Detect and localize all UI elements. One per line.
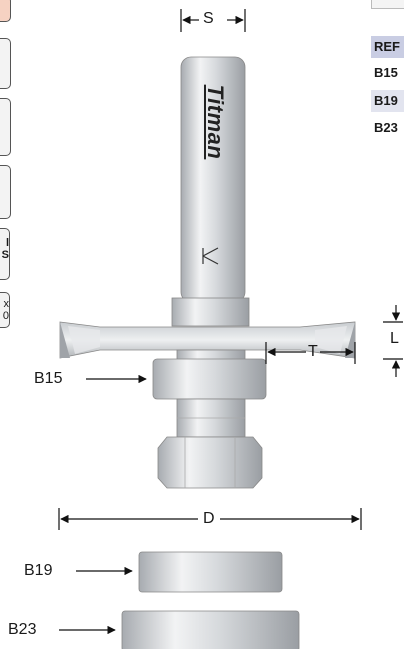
bearing-b23	[121, 610, 300, 649]
side-button-1[interactable]	[0, 0, 11, 22]
side-button-5[interactable]: l S	[0, 228, 10, 280]
table-header: REF	[371, 36, 404, 58]
bearing-b19	[138, 551, 283, 593]
nut	[157, 436, 263, 489]
dimension-l	[383, 305, 403, 377]
table-row-b23: B23	[374, 120, 398, 135]
brand-logo: Titman	[203, 84, 228, 160]
dimension-t	[265, 342, 356, 364]
label-b23: B23	[8, 621, 37, 638]
label-b15: B15	[34, 370, 63, 387]
table-top-box	[371, 0, 404, 9]
label-s: S	[203, 10, 214, 27]
label-t: T	[308, 343, 318, 360]
label-l: L	[390, 330, 399, 347]
dimension-s	[180, 9, 246, 32]
side-button-2[interactable]	[0, 38, 11, 89]
table-row-b15: B15	[374, 65, 398, 80]
label-d: D	[203, 510, 215, 527]
table-row-b19: B19	[371, 90, 404, 112]
side-button-5-text: l S	[1, 237, 9, 261]
side-button-3[interactable]	[0, 98, 11, 156]
side-button-6-text: x 0	[2, 298, 9, 322]
slot-cutter-blade	[59, 321, 356, 359]
collar	[171, 297, 250, 327]
label-b19: B19	[24, 562, 53, 579]
side-button-4[interactable]	[0, 165, 11, 219]
dimension-d	[58, 508, 362, 530]
side-button-6[interactable]: x 0	[0, 292, 10, 328]
bearing-b15	[152, 358, 267, 400]
